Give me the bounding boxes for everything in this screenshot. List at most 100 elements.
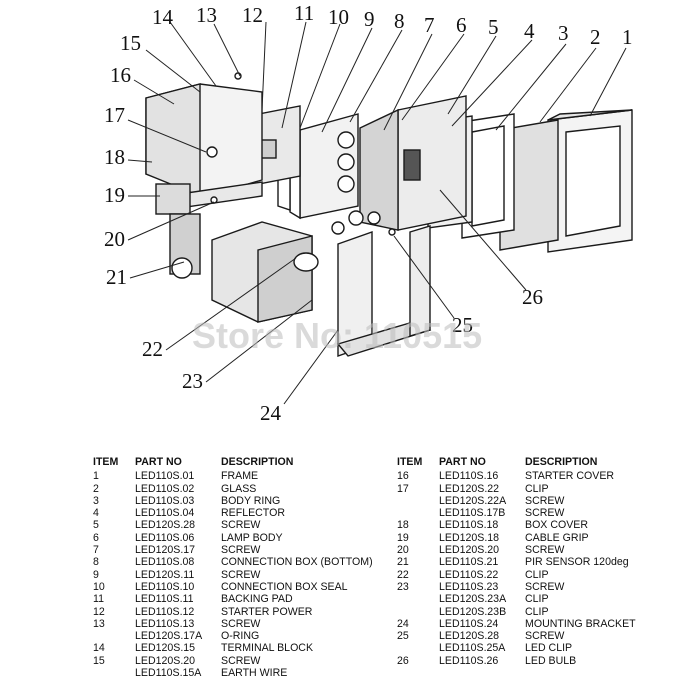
row-item: 25	[397, 630, 409, 643]
row-description: LAMP BODY	[221, 531, 283, 544]
callout-22: 22	[142, 337, 163, 361]
row-part-no: LED110S.22	[439, 568, 499, 581]
row-description: CLIP	[525, 593, 549, 606]
row-part-no: LED110S.13	[135, 617, 195, 630]
row-part-no: LED120S.22A	[439, 494, 507, 507]
row-description: TERMINAL BLOCK	[221, 642, 314, 655]
callout-17: 17	[104, 103, 125, 127]
header-part-no: PART NO	[439, 456, 486, 468]
row-item: 16	[397, 470, 409, 483]
callout-2: 2	[590, 25, 601, 49]
row-description: SCREW	[525, 630, 565, 643]
row-item: 22	[397, 568, 409, 581]
row-description: GLASS	[221, 482, 257, 495]
row-part-no: LED110S.08	[135, 556, 195, 569]
callout-12: 12	[242, 3, 263, 27]
table-header-row: ITEM PART NO DESCRIPTION	[397, 456, 636, 470]
row-part-no: LED110S.11	[135, 593, 194, 606]
row-part-no: LED120S.18	[439, 531, 500, 544]
row-part-no: LED120S.22	[439, 482, 500, 495]
row-part-no: LED110S.03	[135, 494, 195, 507]
callout-5: 5	[488, 15, 499, 39]
row-part-no: LED110S.02	[135, 482, 195, 495]
callout-9: 9	[364, 7, 375, 31]
row-item: 21	[397, 556, 409, 569]
row-item: 2	[93, 482, 99, 495]
store-watermark: Store No: 110515	[192, 315, 482, 356]
row-part-no: LED110S.23	[439, 580, 499, 593]
row-part-no: LED110S.04	[135, 507, 195, 520]
row-description: REFLECTOR	[221, 507, 285, 520]
table-header-row: ITEM PART NO DESCRIPTION	[93, 456, 373, 470]
row-item: 20	[397, 544, 409, 557]
header-part-no: PART NO	[135, 456, 182, 468]
row-item: 26	[397, 654, 409, 667]
pir-sensor-part	[211, 221, 319, 323]
row-item	[397, 642, 439, 654]
callout-7: 7	[424, 13, 435, 37]
row-description: SCREW	[525, 544, 565, 557]
row-item: 19	[397, 531, 409, 544]
row-description: STARTER COVER	[525, 470, 615, 483]
header-item: ITEM	[397, 456, 423, 468]
leader-lines	[127, 21, 627, 405]
row-item: 7	[93, 544, 99, 557]
row-item: 17	[397, 482, 409, 495]
row-part-no: LED120S.17A	[135, 630, 203, 643]
row-part-no: LED110S.12	[135, 605, 195, 618]
row-description: SCREW	[525, 494, 565, 507]
header-description: DESCRIPTION	[221, 456, 294, 468]
row-part-no: LED110S.01	[135, 470, 195, 483]
callout-11: 11	[294, 1, 314, 25]
row-part-no: LED120S.20	[135, 654, 196, 667]
row-item	[93, 630, 135, 642]
row-description: BACKING PAD	[221, 593, 293, 606]
callout-26: 26	[522, 285, 543, 309]
callout-6: 6	[456, 13, 467, 37]
row-part-no: LED110S.16	[439, 470, 499, 483]
table-row: 16 LED110S.16 STARTER COVER	[397, 470, 636, 482]
row-description: CLIP	[525, 605, 549, 618]
callout-16: 16	[110, 63, 131, 87]
row-description: LED BULB	[525, 654, 577, 667]
callout-8: 8	[394, 9, 405, 33]
table-row: 22 LED110S.22 CLIP	[397, 569, 636, 581]
row-part-no: LED110S.06	[135, 531, 195, 544]
row-part-no: LED120S.15	[135, 642, 196, 655]
row-part-no: LED110S.18	[439, 519, 499, 532]
parts-table-right: ITEM PART NO DESCRIPTION 16 LED110S.16 STA…	[397, 456, 636, 667]
row-part-no: LED110S.15A	[135, 667, 202, 680]
row-item: 18	[397, 519, 409, 532]
callout-20: 20	[104, 227, 125, 251]
callout-labels: 1 2 3 4 5 6 7 8 9 10 11 12 13 14 15 16 1…	[104, 1, 633, 425]
row-item: 6	[93, 531, 99, 544]
row-description: STARTER POWER	[221, 605, 313, 618]
row-description: CABLE GRIP	[525, 531, 589, 544]
row-description: SCREW	[525, 580, 565, 593]
callout-15: 15	[120, 31, 141, 55]
row-description: CLIP	[525, 568, 549, 581]
callout-19: 19	[104, 183, 125, 207]
row-item: 9	[93, 568, 99, 581]
mounting-bracket-part	[336, 225, 432, 357]
exploded-view-diagram: 1 2 3 4 5 6 7 8 9 10 11 12 13 14 15 16 1…	[104, 1, 633, 425]
row-description: CONNECTION BOX SEAL	[221, 580, 348, 593]
row-description: BOX COVER	[525, 519, 588, 532]
row-item: 1	[93, 470, 99, 483]
row-description: SCREW	[525, 507, 565, 520]
